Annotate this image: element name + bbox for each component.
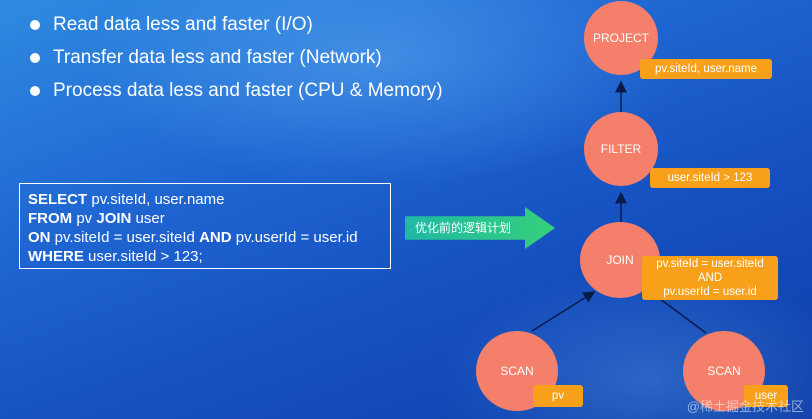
tag-filter: user.siteId > 123	[650, 168, 770, 188]
tag-scan-left: pv	[533, 385, 583, 407]
tag-join: pv.siteId = user.siteId AND pv.userId = …	[642, 256, 778, 300]
sql-query-box: SELECT pv.siteId, user.name FROM pv JOIN…	[19, 183, 391, 269]
bullet-network: Transfer data less and faster (Network)	[30, 41, 443, 74]
sql-line-from: FROM pv JOIN user	[28, 210, 165, 227]
sql-line-on: ON pv.siteId = user.siteId AND pv.userId…	[28, 229, 358, 246]
sql-line-where: WHERE user.siteId > 123;	[28, 248, 203, 265]
bullet-list: Read data less and faster (I/O) Transfer…	[30, 8, 443, 107]
transform-arrow: 优化前的逻辑计划	[405, 207, 555, 249]
node-filter: FILTER	[584, 112, 658, 186]
edge-scanleft-join	[531, 291, 596, 332]
sql-line-select: SELECT pv.siteId, user.name	[28, 191, 225, 208]
tag-project: pv.siteId, user.name	[640, 59, 772, 79]
bullet-cpu-memory: Process data less and faster (CPU & Memo…	[30, 74, 443, 107]
tag-scan-right: user	[744, 385, 788, 407]
bullet-io: Read data less and faster (I/O)	[30, 8, 443, 41]
watermark: @稀土掘金技术社区	[686, 399, 804, 414]
arrow-label: 优化前的逻辑计划	[415, 221, 512, 235]
